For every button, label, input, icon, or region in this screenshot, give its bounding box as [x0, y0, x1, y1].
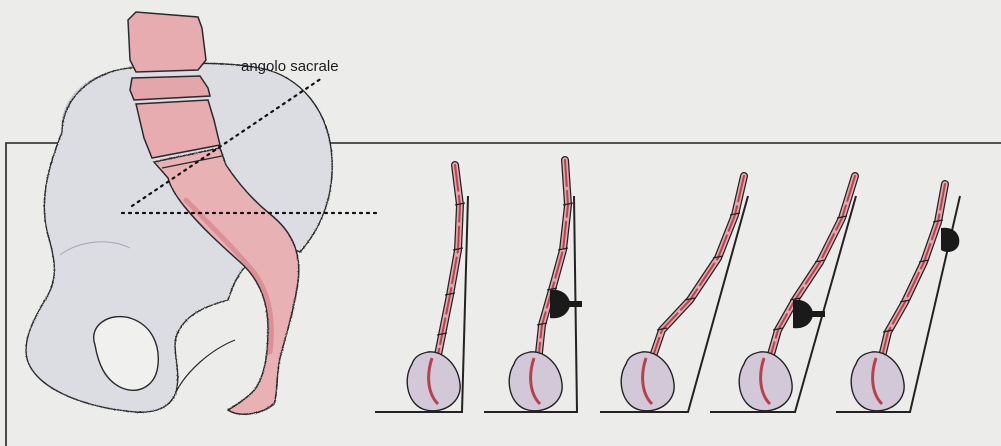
lumbar-vertebra-middle — [130, 76, 210, 100]
lumbar-vertebra-upper — [128, 12, 206, 72]
ischium-line — [176, 340, 235, 392]
posture-panel-5 — [836, 184, 960, 412]
spine-column — [768, 176, 855, 365]
pelvis-outline — [851, 352, 904, 411]
pelvis-outline — [509, 352, 562, 411]
pelvis-outline — [407, 352, 460, 411]
pelvis-outline — [621, 352, 674, 411]
spine-column — [650, 176, 744, 365]
posture-panel-3 — [600, 176, 748, 412]
upper-support-pad — [941, 228, 959, 252]
spine-outline — [650, 176, 744, 365]
spine-core — [650, 176, 744, 365]
lumbar-support-stem — [811, 311, 825, 317]
sacral-angle-label: angolo sacrale — [241, 58, 339, 75]
posture-panel-2 — [484, 160, 582, 412]
lumbar-support-stem — [568, 301, 582, 307]
spine-outline — [880, 184, 945, 365]
posture-panel-1 — [375, 165, 468, 412]
pelvis-outline — [739, 352, 792, 411]
lumbar-support-cushion — [793, 300, 813, 329]
posture-panels — [375, 160, 960, 412]
lumbar-support-cushion — [550, 290, 570, 319]
